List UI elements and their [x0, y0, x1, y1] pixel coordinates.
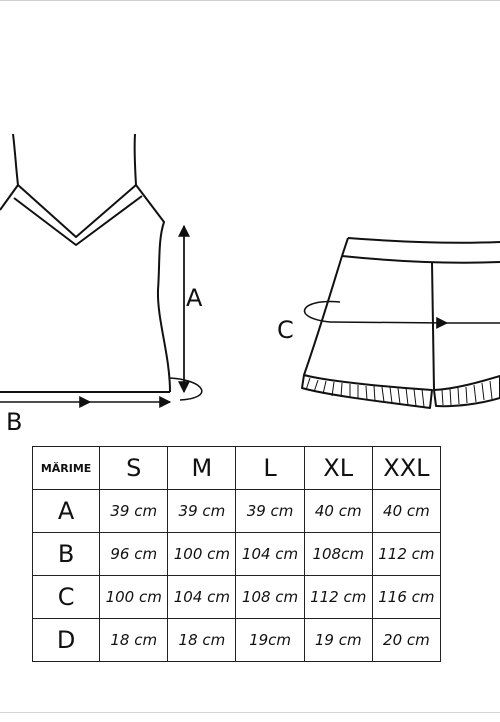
table-cell: 104 cm [167, 575, 237, 619]
table-cell: 19 cm [303, 618, 373, 662]
garment-illustration: A B C [0, 133, 500, 436]
size-header-xxl: XXL [371, 446, 442, 490]
size-header-corner: MĂRIME [31, 446, 101, 490]
row-key: C [31, 575, 101, 619]
size-chart-table: MĂRIME S M L XL XXL A 39 cm 39 cm 39 cm … [31, 446, 442, 662]
size-header-l: L [235, 446, 305, 490]
dimension-c-label: C [277, 316, 294, 344]
table-header-row: MĂRIME S M L XL XXL [31, 446, 442, 490]
size-header-s: S [99, 446, 169, 490]
waistband-bottom [341, 255, 500, 264]
table-cell: 100 cm [99, 575, 169, 619]
right-side-seam [135, 184, 171, 393]
table-row: A 39 cm 39 cm 39 cm 40 cm 40 cm [31, 489, 442, 533]
table-cell: 112 cm [303, 575, 373, 619]
size-header-xl: XL [303, 446, 373, 490]
table-row: D 18 cm 18 cm 19cm 19 cm 20 cm [31, 618, 442, 662]
center-seam [431, 261, 435, 391]
row-key: A [31, 489, 101, 533]
table-cell: 40 cm [371, 489, 442, 533]
table-cell: 108 cm [235, 575, 305, 619]
right-ruffle [433, 375, 500, 408]
left-side-seam [0, 184, 19, 211]
bottom-divider [0, 712, 500, 713]
left-leg-outline [303, 255, 343, 376]
table-cell: 96 cm [99, 532, 169, 576]
table-cell: 19cm [235, 618, 305, 662]
camisole-drawing [0, 133, 203, 401]
row-key: B [31, 532, 101, 576]
neck-trim-outer [17, 184, 137, 238]
table-cell: 100 cm [167, 532, 237, 576]
shorts-drawing [301, 237, 500, 409]
top-divider [0, 0, 500, 1]
waist-measure-curve [303, 300, 341, 323]
table-cell: 18 cm [99, 618, 169, 662]
table-cell: 39 cm [235, 489, 305, 533]
table-cell: 108cm [303, 532, 373, 576]
table-cell: 116 cm [371, 575, 442, 619]
left-strap [12, 133, 19, 186]
size-header-m: M [167, 446, 237, 490]
table-cell: 104 cm [235, 532, 305, 576]
right-strap [133, 133, 137, 186]
dimension-c-arrow [329, 316, 500, 329]
waistband-top [347, 237, 500, 244]
table-cell: 112 cm [371, 532, 442, 576]
table-cell: 39 cm [167, 489, 237, 533]
table-row: B 96 cm 100 cm 104 cm 108cm 112 cm [31, 532, 442, 576]
dimension-b-label: B [6, 408, 22, 436]
hem-measure-curve [169, 377, 203, 401]
table-row: C 100 cm 104 cm 108 cm 112 cm 116 cm [31, 575, 442, 619]
row-key: D [31, 618, 101, 662]
table-cell: 40 cm [303, 489, 373, 533]
table-cell: 18 cm [167, 618, 237, 662]
table-cell: 39 cm [99, 489, 169, 533]
table-cell: 20 cm [371, 618, 442, 662]
dimension-a-label: A [186, 284, 203, 312]
neck-trim-inner [13, 195, 143, 246]
left-ruffle [301, 374, 433, 409]
